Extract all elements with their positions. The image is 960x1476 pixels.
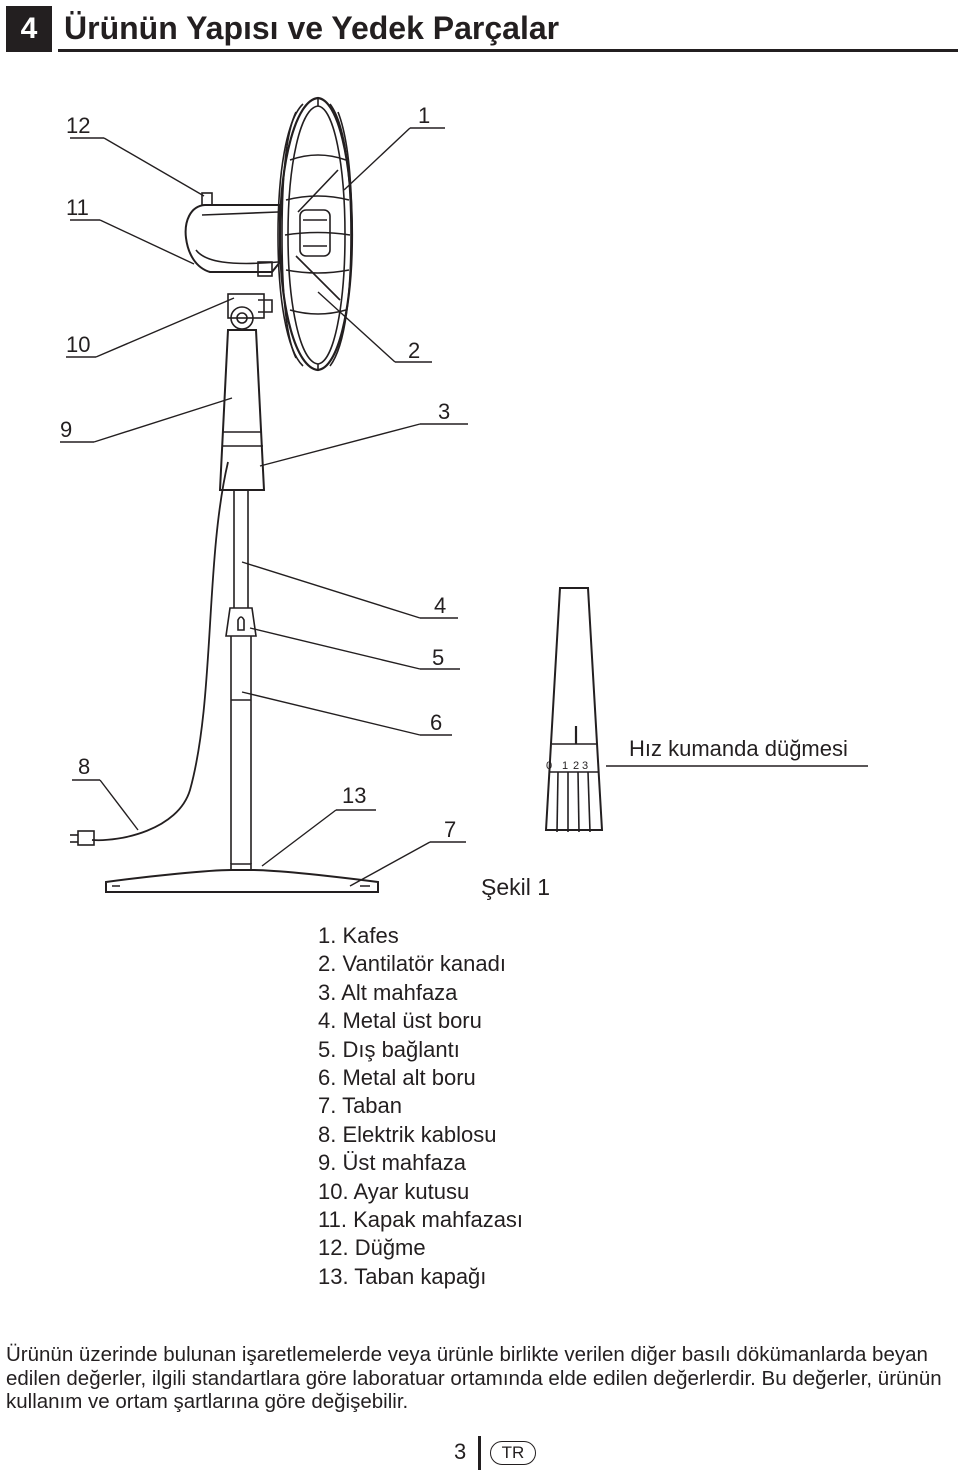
callout-3: 3: [438, 399, 451, 424]
section-title: Ürünün Yapısı ve Yedek Parçalar: [64, 10, 560, 46]
callout-9: 9: [60, 417, 73, 442]
callout-6: 6: [430, 710, 443, 735]
list-item: 2. Vantilatör kanadı: [318, 951, 506, 977]
motor-housing: [184, 192, 281, 277]
knob-mark-1: 1: [562, 760, 568, 772]
footer-divider: [478, 1436, 481, 1470]
list-item: 6. Metal alt boru: [318, 1065, 476, 1091]
plug: [70, 830, 95, 846]
header-rule: [58, 49, 958, 52]
callout-10: 10: [66, 332, 91, 357]
section-header: 4 Ürünün Yapısı ve Yedek Parçalar: [6, 6, 958, 52]
parts-list: 1. Kafes 2. Vantilatör kanadı 3. Alt mah…: [318, 922, 523, 1291]
callout-1: 1: [418, 103, 431, 128]
disclaimer-note: Ürünün üzerinde bulunan işaretlemelerde …: [6, 1343, 942, 1413]
speed-knob-label: Hız kumanda düğmesi: [629, 736, 848, 761]
list-item: 10. Ayar kutusu: [318, 1178, 470, 1204]
callout-11: 11: [66, 195, 89, 220]
page-number: 3: [454, 1439, 467, 1464]
list-item: 1. Kafes: [318, 923, 399, 948]
list-item: 3. Alt mahfaza: [318, 979, 458, 1005]
list-item: 13. Taban kapağı: [318, 1263, 487, 1289]
list-item: 8. Elektrik kablosu: [318, 1121, 497, 1147]
knob-mark-3: 3: [582, 760, 588, 772]
callout-7: 7: [444, 817, 457, 842]
section-number: 4: [6, 6, 52, 52]
callout-8: 8: [78, 754, 91, 779]
list-item: 5. Dış bağlantı: [318, 1036, 460, 1062]
callout-13: 13: [342, 783, 367, 808]
language-badge: TR: [490, 1441, 536, 1465]
list-item: 11. Kapak mahfazası: [318, 1207, 524, 1233]
speed-knob: [544, 587, 604, 833]
tilt-joint: [227, 293, 273, 330]
list-item: 12. Düğme: [318, 1235, 426, 1261]
callout-2: 2: [408, 338, 421, 363]
fan-cage: [277, 96, 354, 372]
upper-housing: [218, 329, 266, 491]
callout-12: 12: [66, 113, 91, 138]
outer-connector: [225, 607, 257, 637]
knob-mark-2: 2: [573, 760, 579, 772]
figure-caption: Şekil 1: [481, 874, 551, 900]
fan-diagram: 0 1 2 3: [60, 96, 868, 893]
knob-mark-0: 0: [546, 760, 552, 772]
callout-5: 5: [432, 645, 445, 670]
base: [105, 863, 379, 893]
leader-lines: [60, 127, 868, 887]
list-item: 7. Taban: [318, 1093, 403, 1119]
callout-4: 4: [434, 593, 447, 618]
list-item: 4. Metal üst boru: [318, 1008, 482, 1034]
power-cord: [91, 461, 229, 842]
list-item: 9. Üst mahfaza: [318, 1150, 466, 1176]
page-footer: 3 TR: [0, 1436, 960, 1472]
